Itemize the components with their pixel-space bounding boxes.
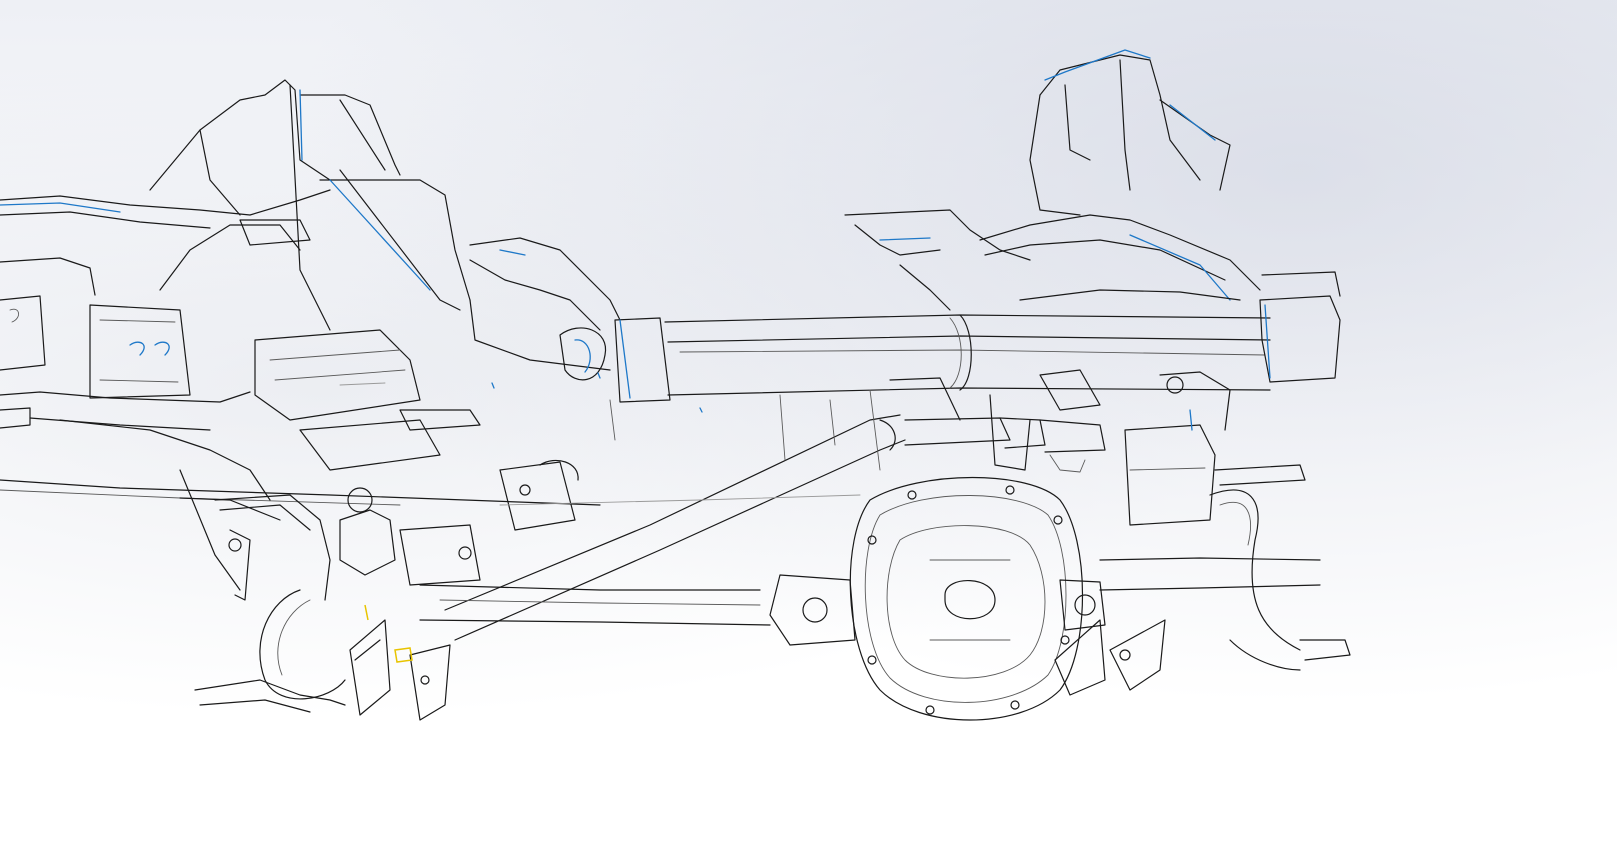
left-crossmember[interactable] (59, 329, 481, 591)
axle-tube[interactable] (419, 557, 1321, 626)
left-frame-rail[interactable] (0, 189, 601, 506)
right-shock-tower[interactable] (844, 49, 1261, 311)
center-frame-rail[interactable] (469, 237, 1341, 403)
viewport-bottom-margin (0, 847, 1623, 855)
left-bracket-plates[interactable] (349, 604, 451, 721)
left-shock-tower[interactable] (89, 79, 471, 399)
right-steering-knuckle[interactable] (1124, 371, 1351, 671)
frame-details[interactable] (491, 369, 1101, 506)
viewport-right-margin (1617, 0, 1623, 855)
left-steering-knuckle[interactable] (194, 459, 579, 713)
right-bracket-plates[interactable] (1054, 619, 1166, 696)
track-bar[interactable] (444, 414, 1106, 641)
differential-housing[interactable] (769, 476, 1106, 721)
